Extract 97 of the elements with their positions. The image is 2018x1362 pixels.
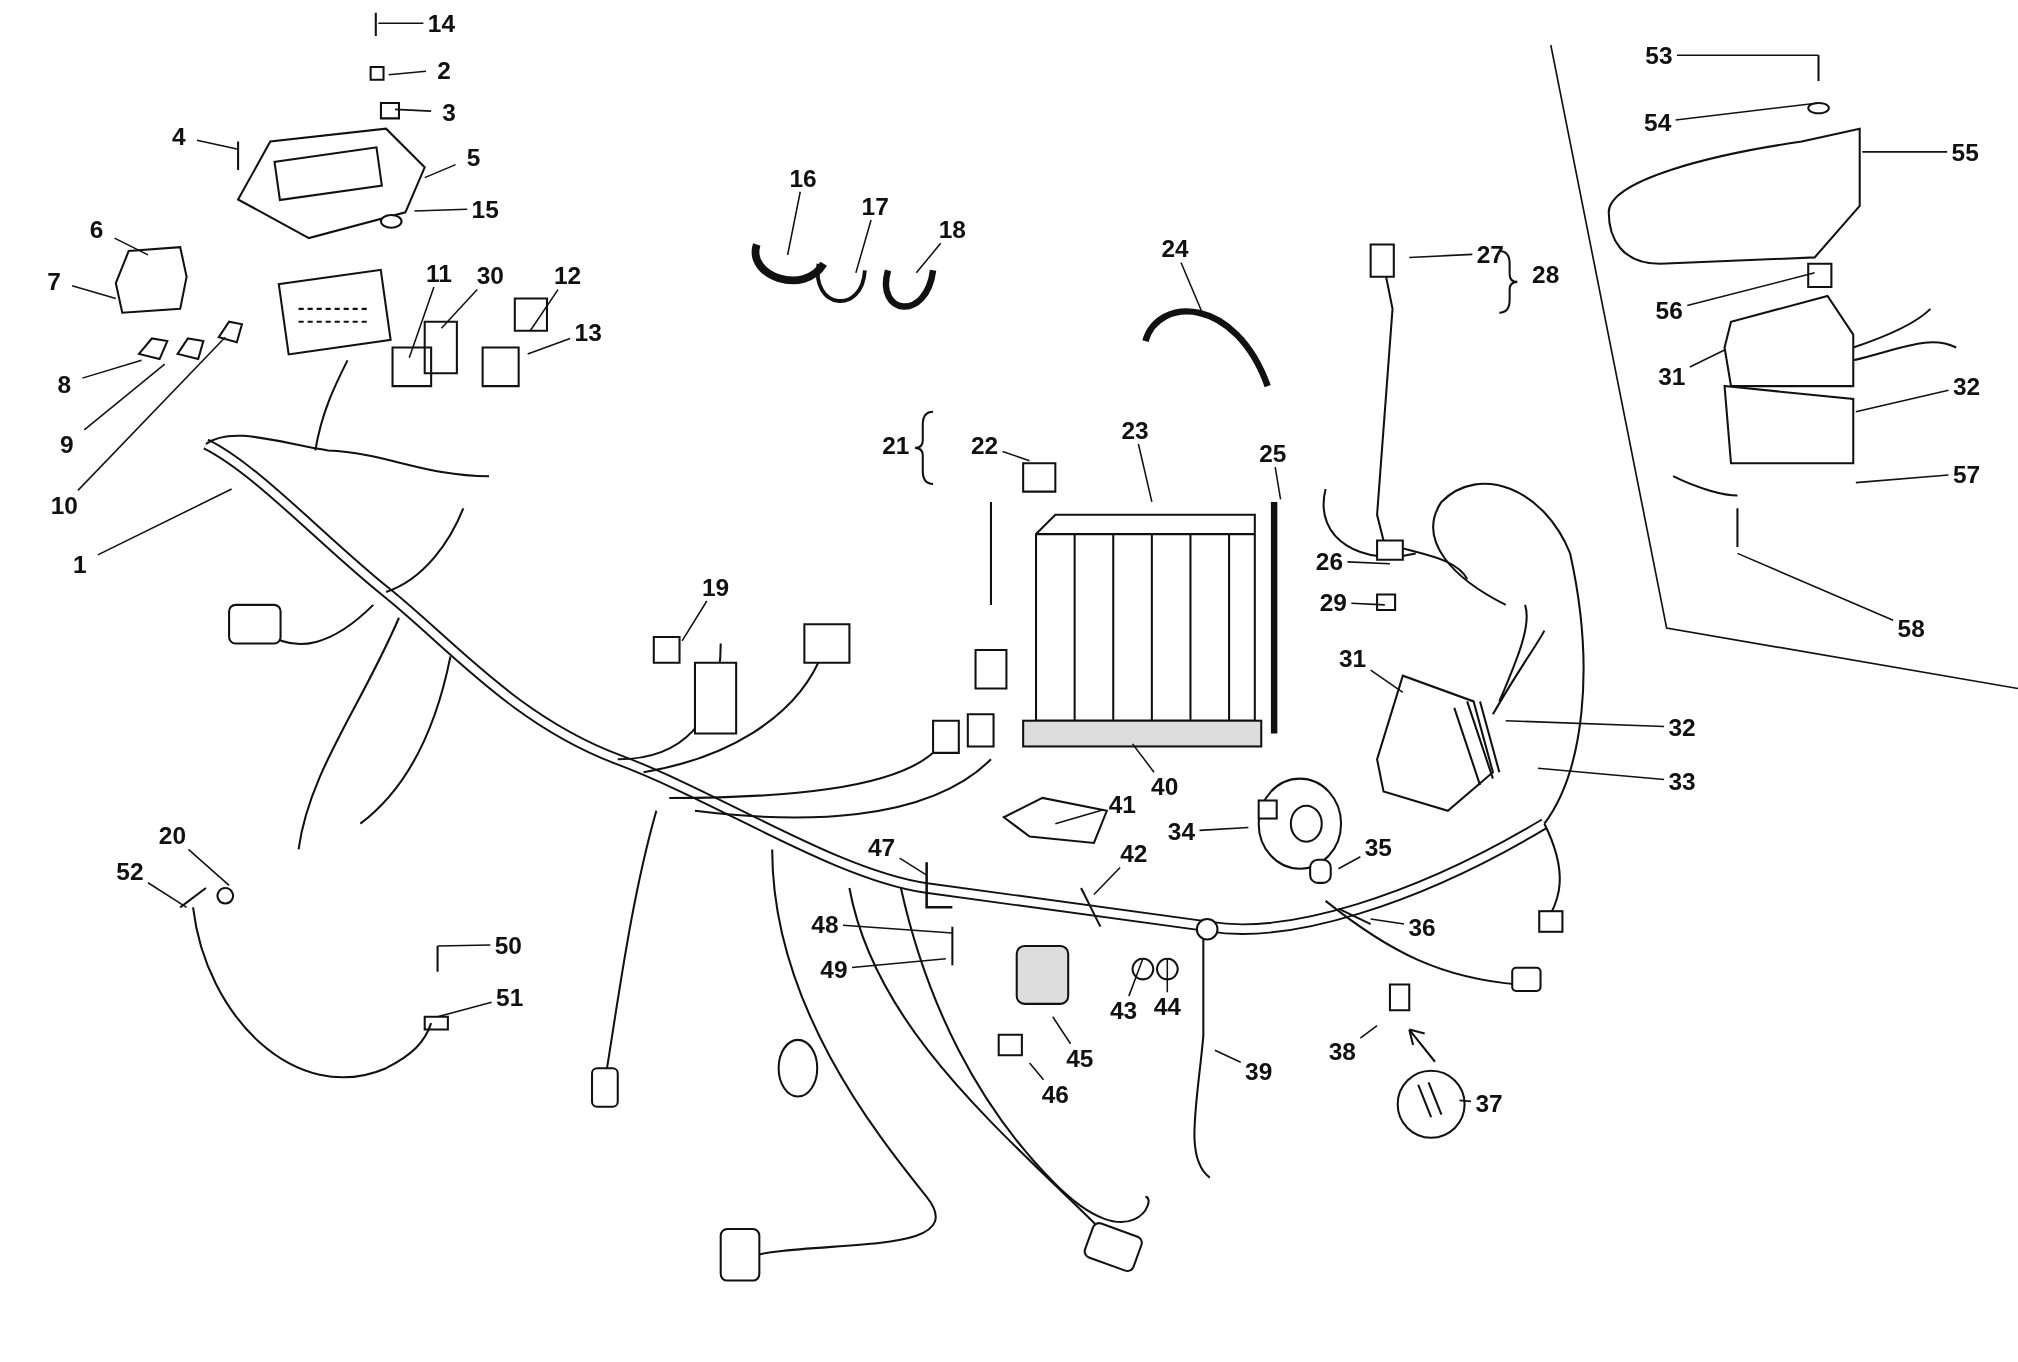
leader-line [77,336,226,492]
leader-line [1369,669,1404,694]
callout-number: 7 [36,266,73,295]
callout-number: 34 [1163,817,1200,846]
callout-number: 6 [78,214,115,244]
leader-line [1198,826,1250,832]
callout-number: 12 [549,261,586,290]
leader-line [1855,389,1950,413]
leader-line [915,242,942,274]
leader-line [1359,1024,1378,1039]
callout-number: 31 [1653,361,1690,390]
callout-number: 25 [1254,438,1291,468]
callout-number: 56 [1651,296,1688,325]
leader-line [1214,1049,1242,1064]
callout-number: 21 [881,431,911,460]
leader-line [81,359,143,379]
callout-number: 50 [490,930,527,959]
callout-number: 54 [1639,108,1676,137]
callout-number: 27 [1472,239,1509,268]
callout-number: 16 [785,163,822,192]
leader-line [1274,466,1282,501]
callout-number: 14 [423,9,460,38]
leader-line [413,208,468,212]
callout-number: 22 [966,431,1003,460]
leader-line [1855,474,1950,484]
callout-number: 39 [1240,1056,1277,1085]
leader-line [1408,253,1474,259]
leader-line [436,944,492,947]
callout-number: 29 [1315,588,1352,617]
leader-line [440,288,478,329]
leader-line [1137,443,1153,503]
callout-number: 24 [1157,234,1194,263]
leader-line [196,139,239,151]
leader-line [1001,450,1031,462]
leader-line [113,237,149,256]
leader-line [526,337,571,355]
leader-line [786,191,801,256]
leader-line [1689,349,1726,368]
callout-number: 58 [1893,613,1930,643]
callout-number: 32 [1664,713,1701,742]
callout-number: 30 [472,261,509,290]
callout-number: 15 [467,194,504,223]
leader-line [1674,102,1820,121]
callout-number: 35 [1360,832,1397,861]
callout-number: 9 [48,429,85,459]
leader-line [83,363,166,431]
callout-number: 31 [1334,643,1371,672]
callout-number: 55 [1947,137,1984,166]
callout-number: 19 [697,572,734,601]
callout-number: 57 [1948,459,1985,488]
leader-line [529,288,559,332]
callout-number: 18 [934,214,971,244]
callout-number: 23 [1117,415,1154,444]
callout-number: 1 [61,549,98,578]
leader-line [97,488,233,556]
callout-number: 13 [570,317,607,347]
callout-number: 41 [1104,790,1141,819]
callout-number: 42 [1115,839,1152,868]
leader-line [408,286,435,359]
leader-line [1350,602,1386,606]
callout-number: 20 [154,821,191,850]
leader-line [436,1001,493,1018]
leader-line [1369,918,1405,925]
callout-number: 38 [1324,1037,1361,1066]
leader-line [147,882,188,909]
leader-line [71,285,117,300]
callout-number: 36 [1404,912,1441,941]
callout-number: 28 [1531,259,1561,289]
callout-number: 3 [431,97,468,127]
leader-line [855,219,872,274]
leader-line [1458,1099,1472,1103]
leader-line [423,163,457,179]
callout-number: 33 [1664,767,1701,796]
leader-line [1337,855,1362,870]
callout-number: 37 [1471,1088,1508,1118]
leader-line [187,848,230,887]
callout-number: 5 [455,142,492,172]
callout-number: 4 [160,122,197,151]
leader-line [1054,808,1105,825]
callout-number: 10 [46,490,83,519]
leader-line [1676,54,1820,57]
callout-number: 51 [491,983,528,1012]
callout-number: 11 [420,258,457,287]
callout-number: 52 [111,857,148,886]
callout-number: 8 [46,369,83,398]
leader-line [1686,272,1816,307]
leader-line [681,600,708,642]
leader-line [1131,743,1155,773]
callout-number: 53 [1640,41,1677,70]
leader-line [1736,552,1894,622]
callout-number: 26 [1311,546,1348,576]
callout-number: 32 [1948,371,1985,401]
leader-line [1861,151,1948,153]
callout-number: 40 [1146,772,1183,801]
leader-line [394,108,432,112]
callout-number: 2 [426,55,463,84]
callout-number: 17 [857,191,894,221]
